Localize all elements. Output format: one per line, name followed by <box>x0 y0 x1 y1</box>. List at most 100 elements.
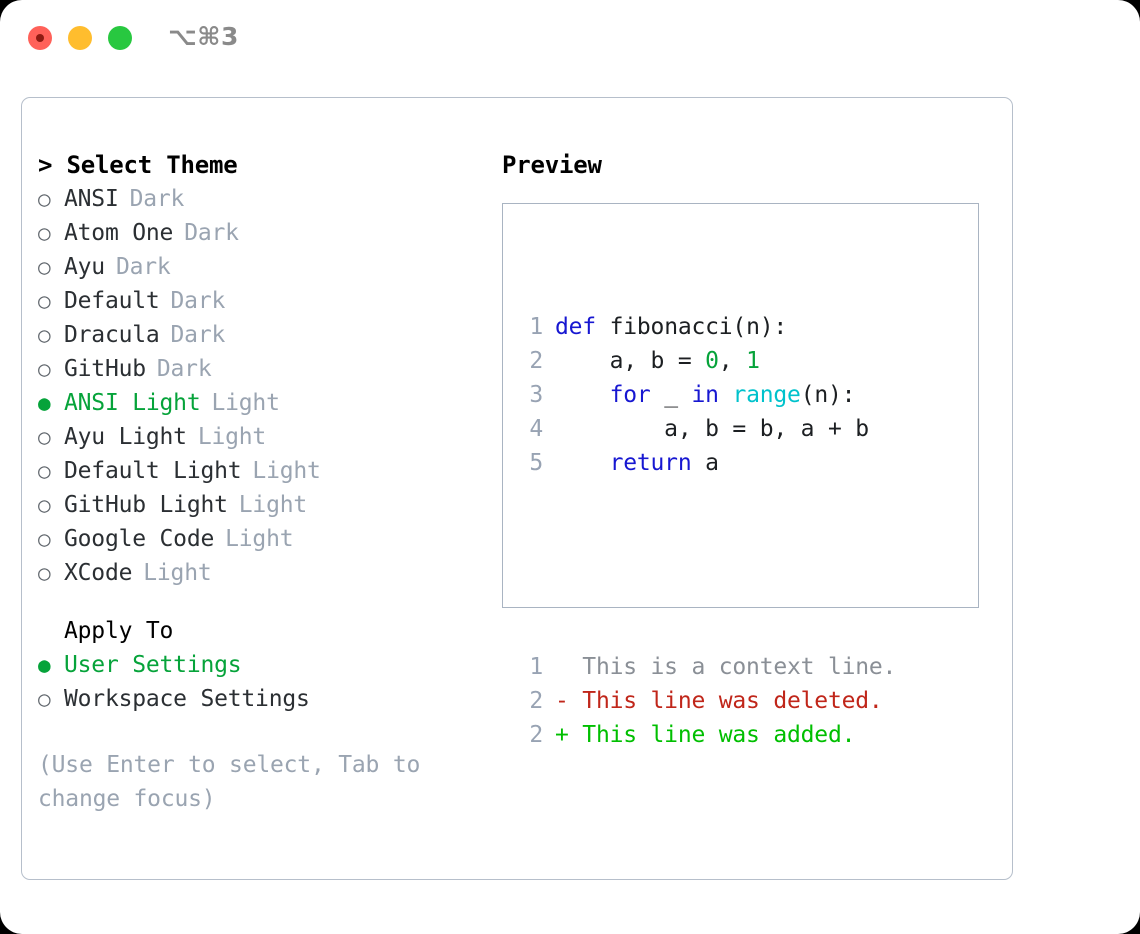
radio-unselected-icon: ○ <box>38 687 51 711</box>
radio-unselected-icon: ○ <box>38 425 51 449</box>
maximize-button[interactable] <box>108 26 132 50</box>
theme-option-name: Default Light <box>64 458 242 484</box>
radio-unselected-icon: ○ <box>38 255 51 279</box>
theme-option-variant: Light <box>197 424 267 450</box>
diff-line: 1 This is a context line. <box>517 650 896 684</box>
keyboard-shortcut-label: ⌥⌘3 <box>168 22 239 51</box>
radio-unselected-icon: ○ <box>38 323 51 347</box>
theme-option-name: ANSI Light <box>64 390 201 416</box>
radio-unselected-icon: ○ <box>38 187 51 211</box>
theme-option-name: GitHub Light <box>64 492 228 518</box>
code-token: 0 <box>705 348 719 374</box>
radio-unselected-icon: ○ <box>38 561 51 585</box>
diff-line: 2+ This line was added. <box>517 718 896 752</box>
radio-selected-icon: ● <box>38 391 51 415</box>
theme-option-ansi-light[interactable]: ● ANSI Light Light <box>38 386 488 420</box>
diff-line: 2 - This line was deleted. <box>517 684 896 718</box>
code-line: 4 a, b = b, a + b <box>517 412 896 446</box>
line-number: 1 <box>529 654 543 680</box>
spacer <box>38 590 488 614</box>
radio-unselected-icon: ○ <box>38 221 51 245</box>
code-token: , <box>718 348 747 374</box>
theme-option-ansi[interactable]: ○ ANSI Dark <box>38 182 488 216</box>
code-token: a, b = <box>555 348 706 374</box>
line-number: 5 <box>529 450 543 476</box>
line-number: 2 <box>529 688 543 714</box>
code-token: a, b = b, a + b <box>555 416 869 442</box>
theme-option-ayu-light[interactable]: ○ Ayu Light Light <box>38 420 488 454</box>
theme-option-xcode[interactable]: ○ XCode Light <box>38 556 488 590</box>
code-token: _ <box>650 382 692 408</box>
line-number: 1 <box>529 314 543 340</box>
theme-option-variant: Dark <box>129 186 185 212</box>
apply-to-option-user-settings[interactable]: ●User Settings <box>38 648 488 682</box>
code-token: def <box>555 314 596 340</box>
apply-to-option-name: User Settings <box>64 652 242 678</box>
code-token <box>555 382 610 408</box>
title-bar: ⌥⌘3 <box>0 0 1140 78</box>
code-token: in <box>691 382 719 408</box>
theme-option-ayu[interactable]: ○ Ayu Dark <box>38 250 488 284</box>
theme-option-atom-one[interactable]: ○ Atom One Dark <box>38 216 488 250</box>
code-line: 2 a, b = 0, 1 <box>517 344 896 378</box>
theme-option-name: XCode <box>64 560 133 586</box>
code-token: 1 <box>746 348 760 374</box>
code-token: (n): <box>800 382 856 408</box>
theme-option-variant: Light <box>225 526 294 552</box>
preview-column: Preview <box>502 148 1002 182</box>
line-number: 2 <box>529 722 543 748</box>
theme-option-name: Atom One <box>64 220 174 246</box>
line-number: 3 <box>529 382 543 408</box>
theme-option-name: Google Code <box>64 526 215 552</box>
spacer <box>38 716 488 748</box>
diff-line-text: This is a context line. <box>555 654 897 680</box>
theme-option-google-code[interactable]: ○ Google Code Light <box>38 522 488 556</box>
minimize-button[interactable] <box>68 26 92 50</box>
code-token <box>719 382 733 408</box>
blank-line <box>517 548 896 582</box>
code-token <box>555 450 610 476</box>
line-number: 2 <box>529 348 543 374</box>
theme-option-variant: Light <box>238 492 308 518</box>
apply-to-option-workspace-settings[interactable]: ○ Workspace Settings <box>38 682 488 716</box>
theme-option-variant: Dark <box>156 356 212 382</box>
theme-option-name: Default <box>64 288 160 314</box>
keyboard-hint: (Use Enter to select, Tab to change focu… <box>38 752 421 812</box>
theme-option-variant: Light <box>211 390 280 416</box>
radio-unselected-icon: ○ <box>38 527 51 551</box>
theme-option-variant: Light <box>143 560 212 586</box>
theme-option-name: Ayu Light <box>64 424 187 450</box>
apply-to-header: Apply To <box>64 618 174 644</box>
apply-to-list: ●User Settings ○ Workspace Settings <box>38 648 488 716</box>
code-line: 5 return a <box>517 446 896 480</box>
theme-option-name: GitHub <box>64 356 146 382</box>
code-line: 3 for _ in range(n): <box>517 378 896 412</box>
apply-to-option-name: Workspace Settings <box>64 686 310 712</box>
code-token: return <box>609 450 692 476</box>
close-button[interactable] <box>28 26 52 50</box>
theme-option-name: ANSI <box>64 186 119 212</box>
theme-option-variant: Dark <box>184 220 239 246</box>
theme-option-variant: Dark <box>170 322 226 348</box>
diff-lines: 1 This is a context line. 2 - This line wa… <box>517 650 896 752</box>
code-token: a <box>691 450 719 476</box>
theme-option-name: Ayu <box>64 254 105 280</box>
theme-option-variant: Dark <box>115 254 171 280</box>
traffic-light-group <box>28 26 148 50</box>
code-token: range <box>732 382 801 408</box>
diff-line-text: - This line was deleted. <box>555 688 883 714</box>
line-number: 4 <box>529 416 543 442</box>
